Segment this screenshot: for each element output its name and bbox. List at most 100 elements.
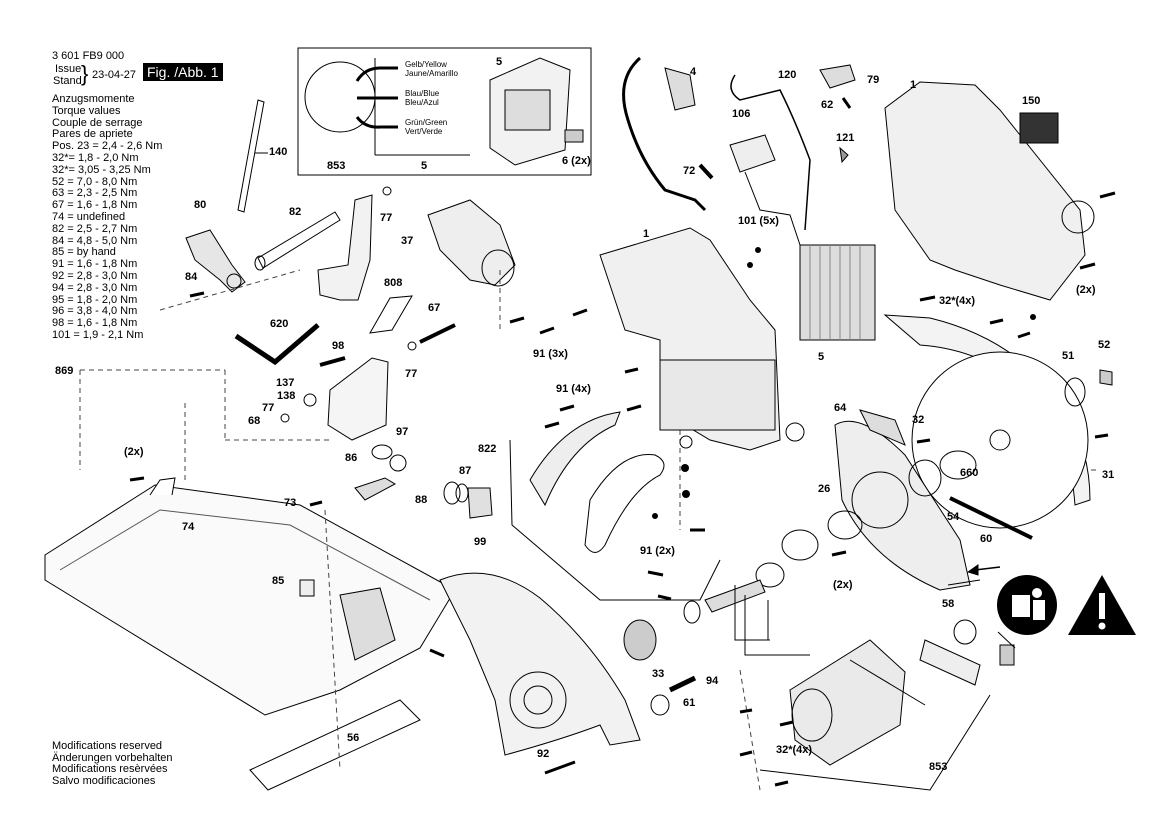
callout-31: 31 <box>1102 469 1115 481</box>
part-140-bar <box>237 99 265 213</box>
torque-row: 84 = 4,8 - 5,0 Nm <box>52 234 138 247</box>
callout-51: 51 <box>1062 350 1075 362</box>
torque-row: 82 = 2,5 - 2,7 Nm <box>52 222 138 235</box>
callout-88: 88 <box>415 494 428 506</box>
dust-adapter-37 <box>427 199 516 286</box>
torque-row: 91 = 1,6 - 1,8 Nm <box>52 258 138 271</box>
callout-77: 77 <box>262 402 275 414</box>
callout-660: 660 <box>960 467 979 479</box>
callout-86: 86 <box>345 452 358 464</box>
callout-56: 56 <box>347 732 360 744</box>
callout-68: 68 <box>248 415 261 427</box>
torque-row: 92 = 2,8 - 3,0 Nm <box>52 269 138 282</box>
gearbox-housing <box>439 572 641 756</box>
callout-94: 94 <box>706 675 719 687</box>
callout-137: 137 <box>276 377 295 389</box>
callout-620: 620 <box>270 318 289 330</box>
figure-label: Fig. /Abb. 1 <box>143 63 223 81</box>
callout-77: 77 <box>405 368 418 380</box>
callout-92: 92 <box>537 748 550 760</box>
wire-green-label: Grün/Green Vert/Verde <box>405 118 447 136</box>
callout-32-4x: 32*(4x) <box>939 295 976 307</box>
torque-title-fr: Couple de serrage <box>52 116 143 129</box>
callout-32-4x: 32*(4x) <box>776 744 813 756</box>
torque-row: 85 = by hand <box>52 246 116 259</box>
callout-72: 72 <box>683 165 696 177</box>
modifications-line: Modifications resèrvées <box>52 763 168 776</box>
callout-4: 4 <box>690 66 697 78</box>
callout-85: 85 <box>272 575 285 587</box>
switch-106 <box>729 134 776 173</box>
callout-77: 77 <box>380 212 393 224</box>
callout-61: 61 <box>683 697 696 709</box>
issue-date: 23-04-27 <box>92 69 137 81</box>
callout-822: 822 <box>478 443 497 455</box>
torque-row: 32*= 1,8 - 2,0 Nm <box>52 151 139 164</box>
wire-yellow-line1: Gelb/Yellow <box>405 60 447 69</box>
callout-80: 80 <box>194 199 207 211</box>
callout-101: 101 (5x) <box>738 215 779 227</box>
base-plate-869 <box>44 484 456 716</box>
callout-1: 1 <box>910 79 917 91</box>
callout-97: 97 <box>396 426 409 438</box>
callout-91-3x: 91 (3x) <box>533 348 568 360</box>
callout-54: 54 <box>947 511 960 523</box>
callout-6: 6 (2x) <box>562 155 591 167</box>
torque-title-en: Torque values <box>52 104 121 117</box>
torque-row: 96 = 3,8 - 4,0 Nm <box>52 305 138 318</box>
part-number: 3 601 FB9 000 <box>52 50 125 62</box>
callout-91-2x: 91 (2x) <box>640 545 675 557</box>
wire-yellow-label: Gelb/Yellow Jaune/Amarillo <box>405 60 458 78</box>
callout-98: 98 <box>332 340 345 352</box>
saw-blade-660 <box>911 351 1089 529</box>
stand-label: Stand <box>53 75 82 87</box>
callout-5: 5 <box>421 160 428 172</box>
callout-106: 106 <box>732 108 751 120</box>
rod-82 <box>257 211 341 269</box>
torque-row: 101 = 1,9 - 2,1 Nm <box>52 328 144 341</box>
brace-glyph: } <box>81 61 89 86</box>
lever-97 <box>354 477 397 501</box>
callout-121: 121 <box>836 132 855 144</box>
wire-green-line2: Vert/Verde <box>405 127 443 136</box>
torque-row: Pos. 23 = 2,4 - 2,6 Nm <box>52 140 163 153</box>
torque-row: 67 = 1,6 - 1,8 Nm <box>52 199 138 212</box>
lower-blade-guard-58 <box>834 420 971 591</box>
wire-yellow-line2: Jaune/Amarillo <box>405 69 458 78</box>
callout-1: 1 <box>643 228 650 240</box>
torque-row: 98 = 1,6 - 1,8 Nm <box>52 317 138 330</box>
wire-120 <box>730 74 811 231</box>
callout-5: 5 <box>496 56 503 68</box>
callout-91-4x: 91 (4x) <box>556 383 591 395</box>
callout-82: 82 <box>289 206 302 218</box>
callout-62: 62 <box>821 99 834 111</box>
callout-60: 60 <box>980 533 993 545</box>
callout-32: 32 <box>912 414 925 426</box>
callout-2x: (2x) <box>833 579 853 591</box>
upper-housing-1 <box>884 81 1086 301</box>
modifications-line: Modifications reserved <box>52 740 163 752</box>
hex-key-620 <box>234 323 320 366</box>
torque-row: 94 = 2,8 - 3,0 Nm <box>52 281 138 294</box>
wire-blue-line2: Bleu/Azul <box>405 98 439 107</box>
callout-26: 26 <box>818 483 831 495</box>
callout-33: 33 <box>652 668 665 680</box>
callout-853: 853 <box>327 160 346 172</box>
callout-140: 140 <box>269 146 288 158</box>
callout-2x: (2x) <box>1076 284 1096 296</box>
cable-4 <box>622 56 707 212</box>
bevel-bracket <box>317 194 373 301</box>
electronics-module-5 <box>799 244 876 341</box>
torque-title-de: Anzugsmomente <box>52 93 135 105</box>
callout-79: 79 <box>867 74 880 86</box>
torque-row: 95 = 1,8 - 2,0 Nm <box>52 293 138 306</box>
callout-138: 138 <box>277 390 296 402</box>
wire-blue-label: Blau/Blue Bleu/Azul <box>405 89 439 107</box>
callout-52: 52 <box>1098 339 1111 351</box>
warning-triangle-icon <box>1068 575 1136 635</box>
issue-label: Issue <box>55 63 82 75</box>
modifications-line: Änderungen vorbehalten <box>52 751 173 764</box>
callout-58: 58 <box>942 598 955 610</box>
wire-green-line1: Grün/Green <box>405 118 448 127</box>
